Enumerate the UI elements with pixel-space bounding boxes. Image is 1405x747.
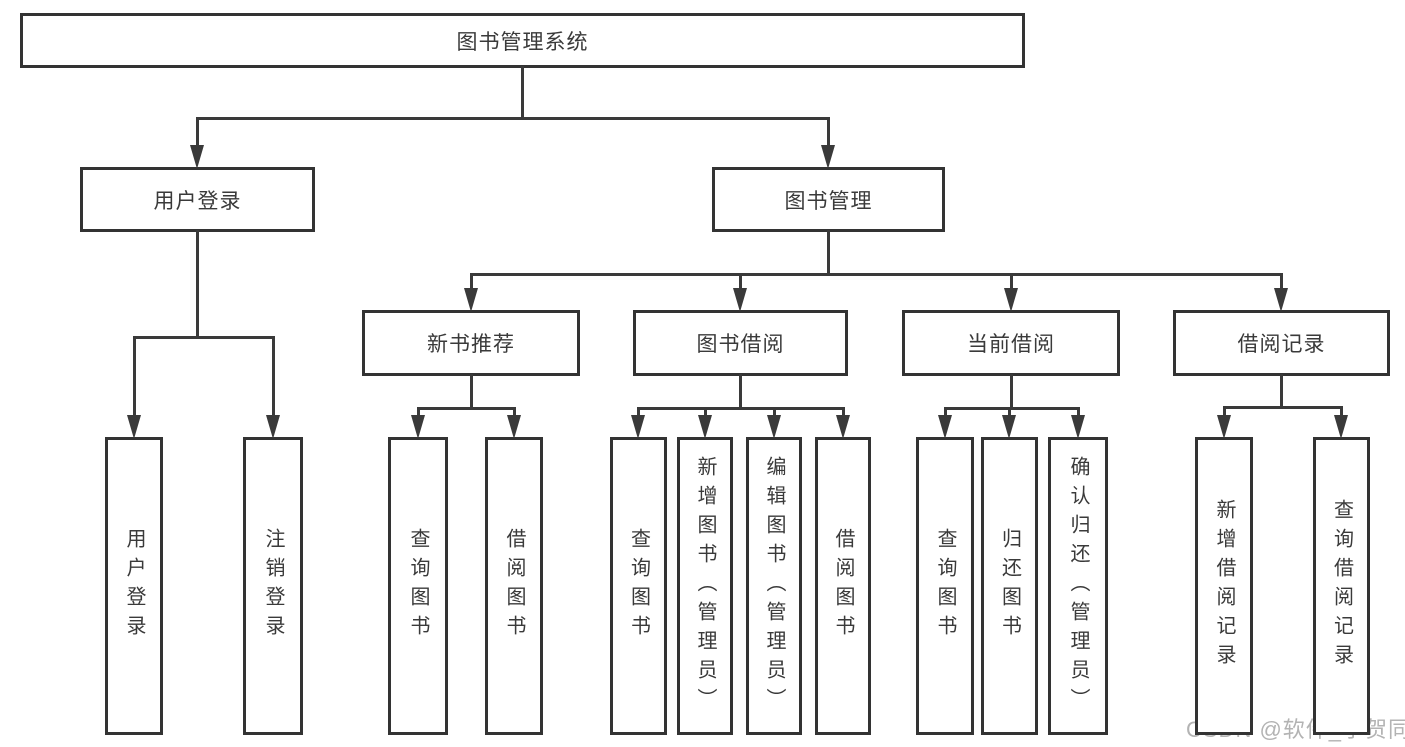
connector-stem bbox=[1009, 374, 1013, 410]
node-label: 借阅图书 bbox=[503, 528, 525, 644]
node-borrowing-records: 借阅记录 bbox=[1173, 310, 1390, 376]
node-library-system: 图书管理系统 bbox=[20, 13, 1025, 68]
connector-drop bbox=[1076, 407, 1080, 419]
arrow-down-icon bbox=[126, 415, 141, 439]
arrow-down-icon bbox=[631, 415, 645, 439]
arrow-down-icon bbox=[463, 288, 478, 312]
arrow-down-icon bbox=[766, 415, 781, 439]
connector-drop bbox=[416, 407, 420, 419]
connector-bus bbox=[196, 117, 830, 120]
connector-stem bbox=[196, 230, 199, 339]
node-leaf-user-login: 用户登录 bbox=[105, 437, 163, 735]
connector-drop bbox=[132, 336, 136, 419]
arrow-down-icon bbox=[1002, 415, 1016, 439]
connector-drop bbox=[1008, 407, 1011, 419]
connector-drop bbox=[1340, 406, 1343, 419]
connector-drop bbox=[739, 273, 742, 292]
node-user-login: 用户登录 bbox=[80, 167, 315, 232]
connector-drop bbox=[1009, 273, 1013, 292]
connector-drop bbox=[703, 407, 707, 419]
node-new-book-recommend: 新书推荐 bbox=[362, 310, 580, 376]
connector-bus bbox=[943, 407, 1080, 410]
arrow-down-icon bbox=[1003, 288, 1018, 312]
node-label: 图书借阅 bbox=[696, 333, 785, 356]
node-label: 图书管理 bbox=[784, 189, 873, 213]
node-label: 新增图书（管理员） bbox=[694, 455, 716, 717]
connector-drop bbox=[637, 407, 640, 419]
node-label: 查询图书 bbox=[627, 528, 650, 644]
arrow-down-icon bbox=[190, 145, 204, 169]
node-label: 借阅图书 bbox=[832, 528, 854, 644]
node-label: 当前借阅 bbox=[967, 333, 1055, 356]
node-label: 用户登录 bbox=[123, 528, 145, 644]
arrow-down-icon bbox=[1334, 415, 1348, 439]
node-label: 归还图书 bbox=[998, 528, 1021, 644]
node-leaf-return-books: 归还图书 bbox=[981, 437, 1038, 735]
node-label: 借阅记录 bbox=[1237, 333, 1326, 356]
node-current-borrowing: 当前借阅 bbox=[902, 310, 1120, 376]
connector-stem bbox=[1280, 374, 1283, 409]
node-label: 新增借阅记录 bbox=[1213, 499, 1235, 673]
node-label: 图书管理系统 bbox=[456, 30, 589, 54]
arrow-down-icon bbox=[821, 145, 835, 169]
connector-stem bbox=[521, 66, 524, 120]
node-label: 编辑图书（管理员） bbox=[763, 455, 785, 717]
arrow-down-icon bbox=[410, 415, 425, 439]
connector-bus bbox=[469, 273, 1283, 276]
connector-stem bbox=[739, 374, 742, 410]
arrow-down-icon bbox=[733, 288, 747, 312]
connector-drop bbox=[772, 407, 776, 419]
connector-drop bbox=[1280, 273, 1283, 292]
node-leaf-query-borrow-record: 查询借阅记录 bbox=[1313, 437, 1370, 735]
connector-bus bbox=[637, 407, 845, 410]
connector-drop bbox=[1222, 406, 1226, 419]
node-label: 用户登录 bbox=[153, 189, 242, 213]
connector-drop bbox=[512, 407, 516, 419]
arrow-down-icon bbox=[937, 415, 952, 439]
node-leaf-logout: 注销登录 bbox=[243, 437, 303, 735]
node-leaf-add-books-admin: 新增图书（管理员） bbox=[677, 437, 733, 735]
node-label: 查询图书 bbox=[934, 528, 956, 644]
node-leaf-borrow-books-new: 借阅图书 bbox=[485, 437, 543, 735]
node-leaf-add-borrow-record: 新增借阅记录 bbox=[1195, 437, 1253, 735]
connector-bus bbox=[1222, 406, 1343, 409]
node-book-management: 图书管理 bbox=[712, 167, 945, 232]
connector-drop bbox=[196, 117, 199, 149]
node-leaf-query-books-new: 查询图书 bbox=[388, 437, 448, 735]
node-label: 新书推荐 bbox=[427, 333, 515, 356]
connector-bus bbox=[132, 336, 275, 339]
node-label: 注销登录 bbox=[262, 528, 284, 644]
node-leaf-query-books-borrow: 查询图书 bbox=[610, 437, 667, 735]
node-label: 查询图书 bbox=[407, 528, 429, 644]
connector-stem bbox=[827, 230, 830, 276]
connector-bus bbox=[416, 407, 516, 410]
connector-drop bbox=[827, 117, 830, 149]
node-leaf-borrow-books-borrow: 借阅图书 bbox=[815, 437, 871, 735]
connector-drop bbox=[469, 273, 473, 292]
arrow-down-icon bbox=[1070, 415, 1085, 439]
arrow-down-icon bbox=[835, 415, 850, 439]
node-label: 查询借阅记录 bbox=[1330, 499, 1353, 673]
connector-drop bbox=[841, 407, 845, 419]
arrow-down-icon bbox=[1216, 415, 1231, 439]
arrow-down-icon bbox=[265, 415, 280, 439]
node-book-borrowing: 图书借阅 bbox=[633, 310, 848, 376]
node-leaf-edit-books-admin: 编辑图书（管理员） bbox=[746, 437, 802, 735]
node-leaf-confirm-return-admin: 确认归还（管理员） bbox=[1048, 437, 1108, 735]
connector-drop bbox=[271, 336, 275, 419]
arrow-down-icon bbox=[697, 415, 712, 439]
node-leaf-query-books-current: 查询图书 bbox=[916, 437, 974, 735]
arrow-down-icon bbox=[506, 415, 521, 439]
node-label: 确认归还（管理员） bbox=[1067, 455, 1089, 717]
arrow-down-icon bbox=[1274, 288, 1288, 312]
connector-drop bbox=[943, 407, 947, 419]
connector-stem bbox=[469, 374, 473, 410]
